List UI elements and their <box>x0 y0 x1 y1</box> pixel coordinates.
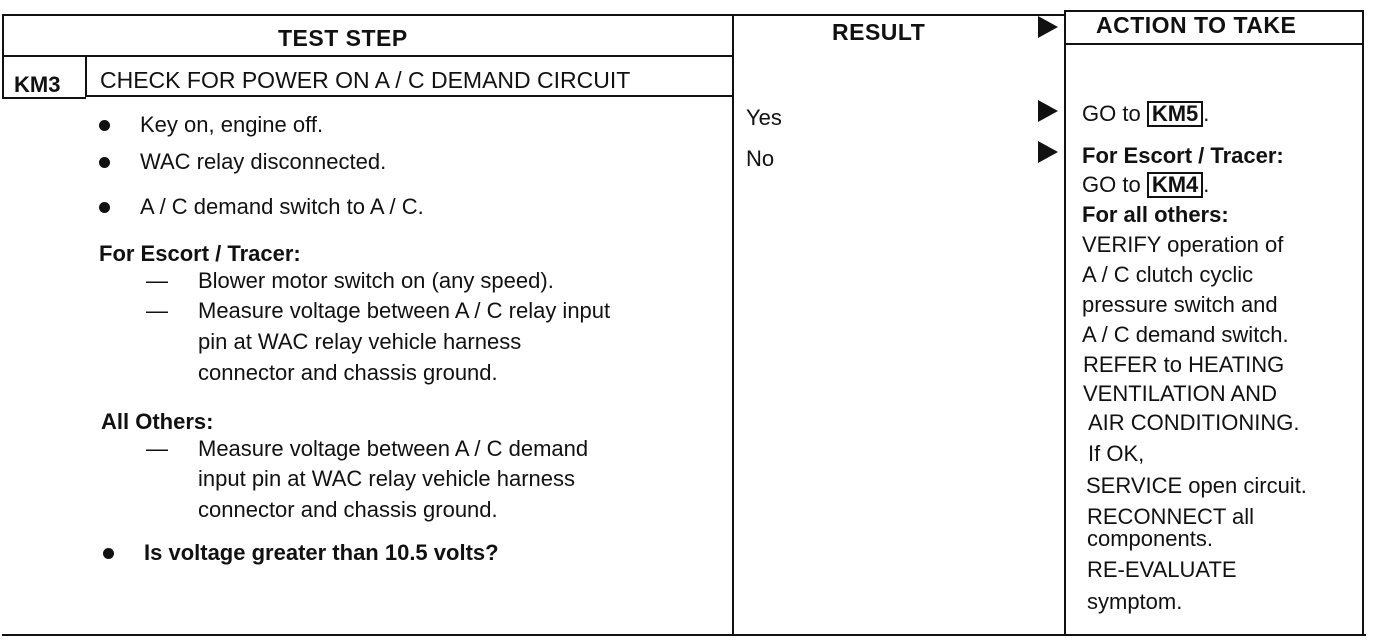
table-right-border <box>1362 10 1364 634</box>
table-top-border-right <box>1066 10 1362 12</box>
action-no-escort: For Escort / Tracer: <box>1082 143 1284 168</box>
step-ref-km5: KM5 <box>1146 101 1204 127</box>
test-step-header: TEST STEP <box>278 25 408 51</box>
action-column-divider <box>1064 10 1066 634</box>
action-no-goto-prefix: GO to <box>1082 172 1141 197</box>
action-no-goto: GO to KM4. <box>1082 172 1209 198</box>
others-item-cont-2: connector and chassis ground. <box>198 497 498 522</box>
action-line: symptom. <box>1087 589 1183 614</box>
action-line: A / C demand switch. <box>1082 322 1289 347</box>
bullet-icon <box>99 157 110 168</box>
others-heading: All Others: <box>101 409 214 434</box>
step-id: KM3 <box>14 72 61 97</box>
action-no-goto-suffix: . <box>1203 172 1210 197</box>
action-line: SERVICE open circuit. <box>1086 473 1307 498</box>
action-line: VERIFY operation of <box>1082 232 1284 257</box>
escort-item-1: Blower motor switch on (any speed). <box>198 268 554 293</box>
action-line: A / C clutch cyclic <box>1082 262 1254 287</box>
dash-icon: — <box>146 436 168 461</box>
result-yes-arrow-icon <box>1038 100 1058 122</box>
action-line: VENTILATION AND <box>1083 381 1277 406</box>
step-id-divider <box>85 55 87 97</box>
result-header: RESULT <box>832 19 926 45</box>
action-line: RECONNECT all <box>1087 504 1255 529</box>
result-column-divider <box>732 14 734 634</box>
step-title-bottom-border <box>86 95 734 97</box>
others-item: Measure voltage between A / C demand <box>198 436 589 461</box>
bullet-icon <box>103 548 114 559</box>
result-yes: Yes <box>746 105 782 130</box>
action-line: REFER to HEATING <box>1083 352 1285 377</box>
action-line: pressure switch and <box>1082 292 1278 317</box>
action-yes-suffix: . <box>1203 101 1210 126</box>
escort-heading: For Escort / Tracer: <box>99 241 301 266</box>
bullet-text-3: A / C demand switch to A / C. <box>140 194 424 219</box>
step-title: CHECK FOR POWER ON A / C DEMAND CIRCUIT <box>100 67 631 93</box>
bullet-icon <box>99 202 110 213</box>
action-yes-prefix: GO to <box>1082 101 1141 126</box>
dash-icon: — <box>146 268 168 293</box>
result-no-arrow-icon <box>1038 141 1058 163</box>
escort-item-2: Measure voltage between A / C relay inpu… <box>198 298 611 323</box>
escort-item-2-cont-2: connector and chassis ground. <box>198 360 498 385</box>
header-bottom-border-right <box>1066 43 1362 45</box>
dash-icon: — <box>146 298 168 323</box>
action-line: RE-EVALUATE <box>1087 557 1237 582</box>
table-left-border <box>2 14 4 98</box>
step-id-bottom-border <box>2 97 86 99</box>
result-header-arrow-icon <box>1038 16 1058 38</box>
action-header: ACTION TO TAKE <box>1096 12 1297 38</box>
others-item-cont-1: input pin at WAC relay vehicle harness <box>198 466 576 491</box>
action-line: components. <box>1087 526 1213 551</box>
bullet-text-2: WAC relay disconnected. <box>140 149 387 174</box>
bullet-text-1: Key on, engine off. <box>140 112 324 137</box>
result-no: No <box>746 146 775 171</box>
step-ref-km4: KM4 <box>1146 172 1204 198</box>
action-yes: GO to KM5. <box>1082 101 1209 127</box>
table-bottom-border <box>2 634 1366 636</box>
action-line: AIR CONDITIONING. <box>1088 410 1300 435</box>
escort-item-2-cont-1: pin at WAC relay vehicle harness <box>198 329 522 354</box>
action-no-others: For all others: <box>1082 202 1229 227</box>
bullet-icon <box>99 120 110 131</box>
question-text: Is voltage greater than 10.5 volts? <box>144 540 499 565</box>
table-top-border-left <box>2 14 1066 16</box>
header-bottom-border-left <box>2 55 734 57</box>
action-line: If OK, <box>1088 441 1145 466</box>
